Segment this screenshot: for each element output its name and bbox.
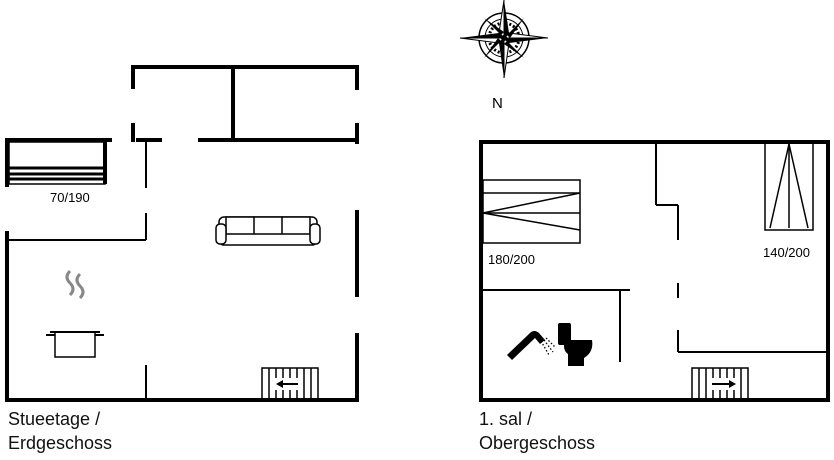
first-floor-caption-line1: 1. sal / <box>479 409 533 429</box>
single-bed-size-label: 140/200 <box>763 245 810 260</box>
sofa-icon <box>215 216 321 246</box>
bunk-bed-icon <box>8 141 107 185</box>
ground-floor-caption-line1: Stueetage / <box>8 409 101 429</box>
single-bed-icon <box>764 141 814 231</box>
first-floor-walls <box>479 140 830 402</box>
bunk-bed-size-label: 70/190 <box>50 190 90 205</box>
first-floor-interior-walls <box>483 142 826 362</box>
compass-rose-icon <box>459 0 549 79</box>
first-floor-caption-line2: Obergeschoss <box>479 433 596 453</box>
ground-floor-interior-walls <box>9 142 147 398</box>
shower-icon <box>507 331 557 360</box>
stairs-icon <box>691 367 749 401</box>
double-bed-size-label: 180/200 <box>488 252 535 267</box>
first-floor-caption: 1. sal / Obergeschoss <box>479 407 595 455</box>
ground-floor-caption: Stueetage / Erdgeschoss <box>8 407 112 455</box>
stairs-icon <box>261 367 319 401</box>
compass-north-label: N <box>492 95 503 112</box>
ground-floor-caption-line2: Erdgeschoss <box>8 433 113 453</box>
toilet-icon <box>558 323 593 366</box>
cooking-pot-icon <box>46 269 104 358</box>
double-bed-icon <box>482 179 581 244</box>
